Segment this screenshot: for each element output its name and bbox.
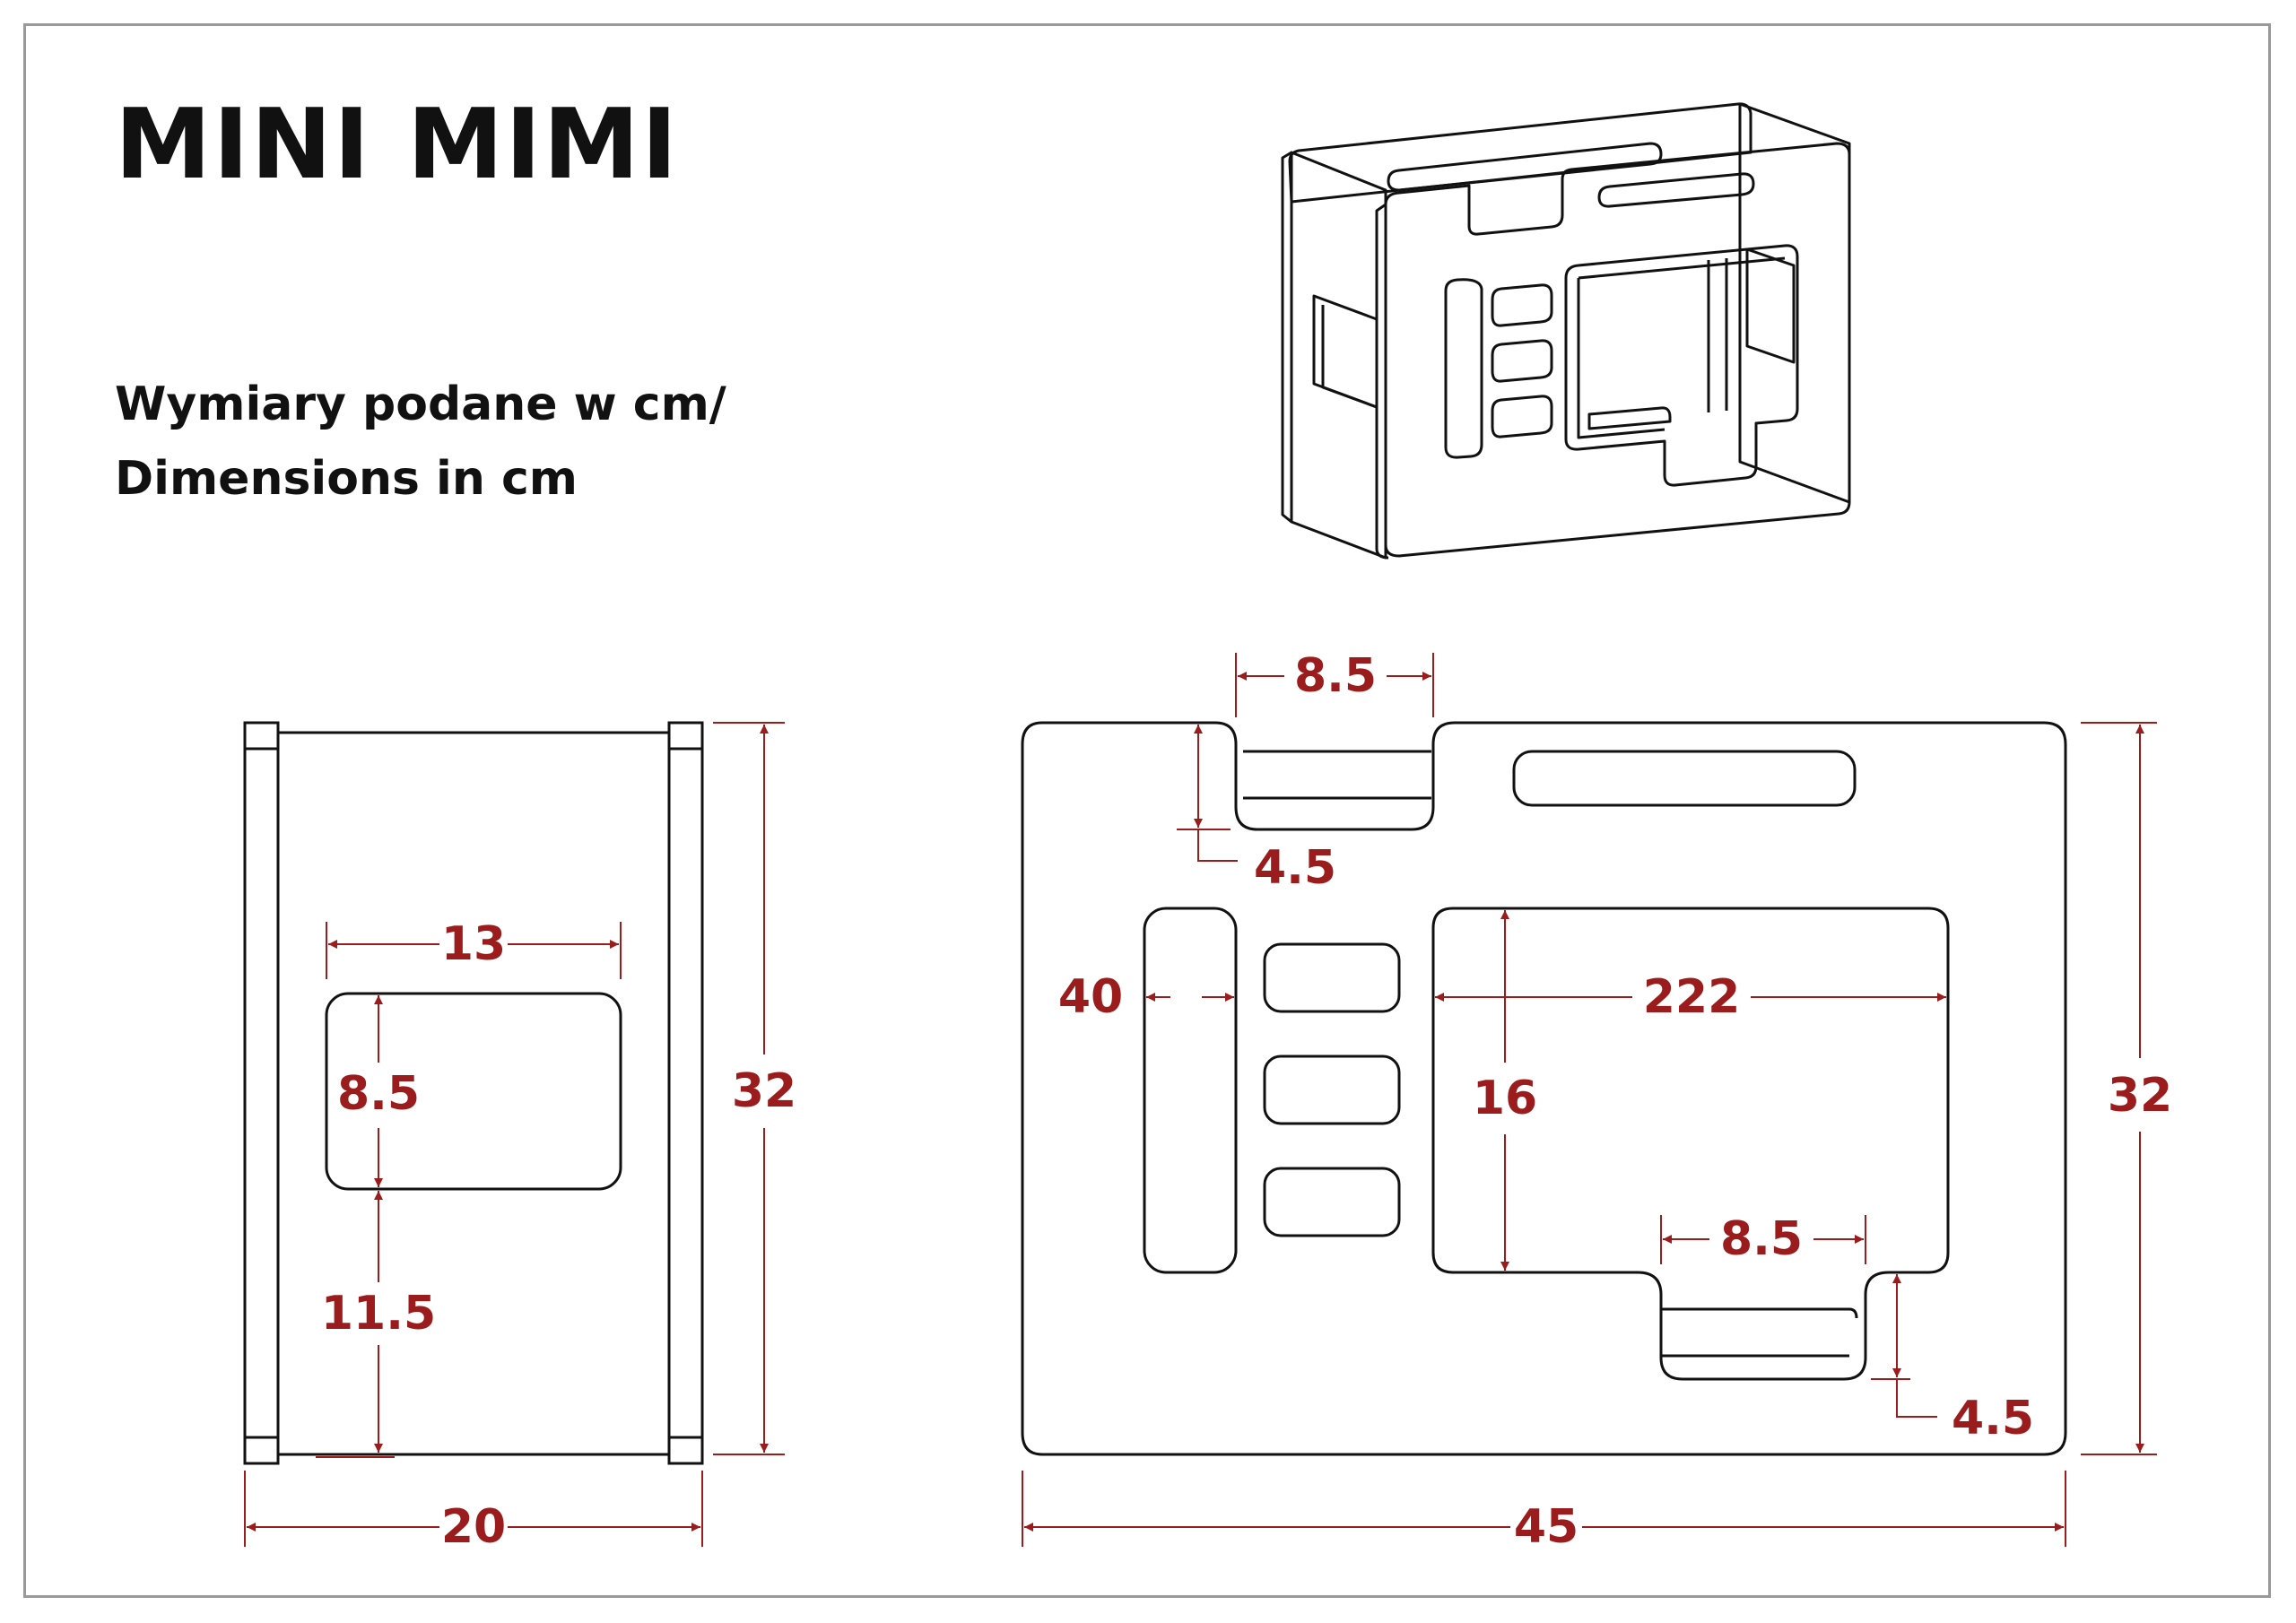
dim-top-depth-leader: [1197, 829, 1238, 862]
dim-bottom-depth-leader: [1896, 1379, 1937, 1418]
front-small-slot-2: [1491, 339, 1553, 383]
sheet-border: [23, 23, 2271, 1598]
label-slot-width: 40: [1058, 970, 1123, 1024]
top-handle-slot: [1512, 750, 1857, 807]
label-side-height: 32: [732, 1064, 796, 1118]
front-panel-outline: [1021, 721, 2067, 1456]
units-note-polish: Wymiary podane w cm/: [115, 378, 726, 431]
front-panel: [1384, 142, 1851, 558]
label-window-bottom: 11.5: [321, 1287, 436, 1341]
side-window: [325, 992, 622, 1191]
top-notch-inner-edge: [1243, 750, 1431, 800]
label-top-notch-depth: 4.5: [1254, 841, 1336, 895]
dimension-lines: [244, 653, 2157, 1547]
label-bottom-notch-depth: 4.5: [1952, 1392, 2034, 1445]
side-view: [243, 721, 704, 1465]
front-top-handle: [1597, 172, 1755, 208]
side-left-cap: [243, 721, 280, 1465]
back-panel-handle: [1387, 142, 1663, 192]
bottom-notch-inner-edge: [1661, 1307, 1858, 1358]
left-side-panel: [1290, 151, 1387, 560]
isometric-view: [1281, 102, 1851, 560]
label-side-width: 20: [441, 1500, 506, 1554]
label-bottom-notch-width: 8.5: [1720, 1212, 1803, 1266]
left-side-edge: [1281, 151, 1292, 524]
left-side-window-inner: [1321, 305, 1378, 409]
label-window-width: 13: [441, 917, 506, 971]
small-slot-2: [1263, 1055, 1401, 1125]
label-window-height: 8.5: [337, 1067, 420, 1121]
inner-bed-shelf: [1587, 406, 1672, 430]
back-panel: [1288, 102, 1752, 204]
dimension-labels: 20 32 13 8.5 11.5 45 32 8.5 4.5 40 222 1…: [321, 649, 2172, 1554]
units-note-english: Dimensions in cm: [115, 452, 578, 507]
units-note: Wymiary podane w cm/ Dimensions in cm: [115, 368, 726, 516]
product-title: MINI MIMI: [115, 89, 680, 201]
small-slot-3: [1263, 1167, 1401, 1237]
large-opening: [1431, 907, 1950, 1381]
front-panel-edge: [1375, 203, 1389, 560]
label-front-height: 32: [2108, 1069, 2172, 1123]
front-view: [1021, 721, 2067, 1456]
vertical-slot: [1143, 907, 1238, 1274]
front-small-slot-3: [1491, 395, 1553, 438]
label-top-notch-width: 8.5: [1294, 649, 1377, 703]
label-opening-width: 222: [1643, 970, 1741, 1024]
inner-right-post: [1707, 258, 1728, 412]
front-vertical-slot: [1444, 278, 1483, 459]
label-opening-height: 16: [1473, 1072, 1537, 1125]
label-front-width: 45: [1514, 1500, 1578, 1554]
front-opening-inner-edge: [1577, 256, 1786, 439]
small-slot-1: [1263, 942, 1401, 1013]
side-right-cap: [667, 721, 704, 1465]
right-side-window: [1745, 247, 1796, 364]
front-large-opening: [1564, 244, 1799, 487]
front-small-slot-1: [1491, 283, 1553, 327]
